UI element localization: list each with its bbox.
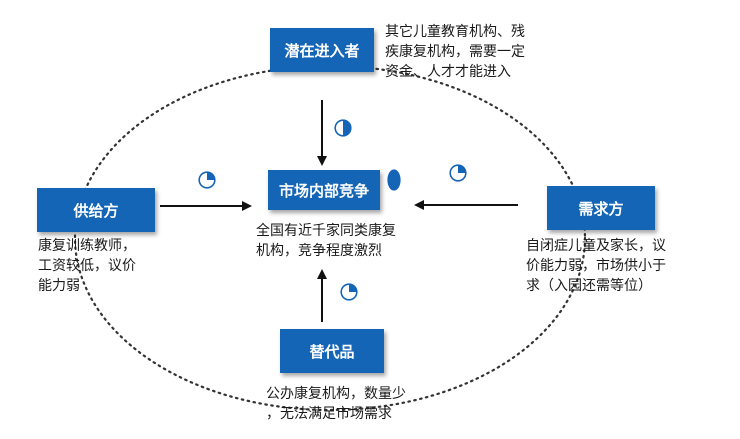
substitutes-desc: 公办康复机构，数量少 ，无法满足市场需求 [266, 386, 406, 422]
suppliers-box: 供给方 [37, 188, 155, 232]
substitutes-label: 替代品 [309, 342, 355, 361]
harvey-ball-suppliers [198, 171, 216, 189]
industry-rivalry-label: 市场内部竞争 [278, 181, 369, 200]
potential-entrants-desc: 其它儿童教育机构、残 疾康复机构，需要一定 资金、人才才能进入 [385, 24, 525, 80]
suppliers-label: 供给方 [73, 201, 119, 220]
potential-entrants-label: 潜在进入者 [284, 41, 360, 60]
suppliers-desc: 康复训练教师， 工资较低，议价 能力弱 [38, 238, 136, 294]
harvey-ball-substitutes [340, 283, 358, 301]
buyers-box: 需求方 [547, 186, 655, 230]
substitutes-box: 替代品 [280, 329, 384, 373]
industry-rivalry-box: 市场内部竞争 [268, 170, 380, 210]
harvey-ball-potential-entrants [334, 119, 352, 137]
buyers-desc: 自闭症儿童及家长，议 价能力弱，市场供小于 求（入园还需等位） [526, 238, 666, 294]
buyers-label: 需求方 [578, 199, 624, 218]
harvey-ball-buyers [449, 164, 467, 182]
potential-entrants-box: 潜在进入者 [270, 28, 374, 72]
industry-rivalry-desc: 全国有近千家同类康复 机构，竞争程度激烈 [256, 223, 396, 259]
harvey-ball-industry-rivalry [387, 169, 401, 191]
